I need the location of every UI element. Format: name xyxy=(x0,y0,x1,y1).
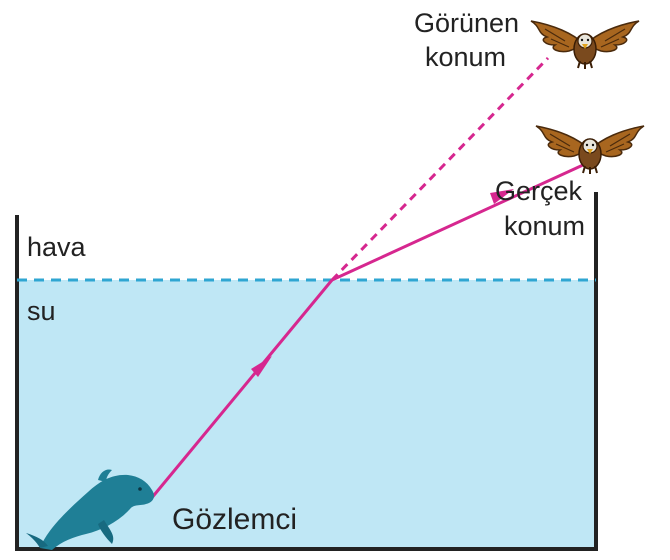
dolphin-icon xyxy=(26,469,154,550)
real-position-label-line1: Gerçek xyxy=(495,176,583,206)
air-ray xyxy=(331,163,584,282)
air-label: hava xyxy=(27,232,86,262)
apparent-position-label-line2: konum xyxy=(425,42,507,72)
observer-label: Gözlemci xyxy=(172,503,298,536)
real-position-label-line2: konum xyxy=(504,211,586,241)
apparent-eagle-icon xyxy=(530,20,640,70)
water-ray xyxy=(148,279,334,501)
water-ray-arrowhead xyxy=(251,356,272,377)
apparent-position-label-line1: Görünen xyxy=(414,8,520,38)
apparent-ray xyxy=(330,56,550,282)
air-ray-arrowhead xyxy=(490,189,514,204)
water-label: su xyxy=(27,296,56,326)
real-eagle-icon xyxy=(535,125,645,175)
tank-outline xyxy=(15,192,598,551)
